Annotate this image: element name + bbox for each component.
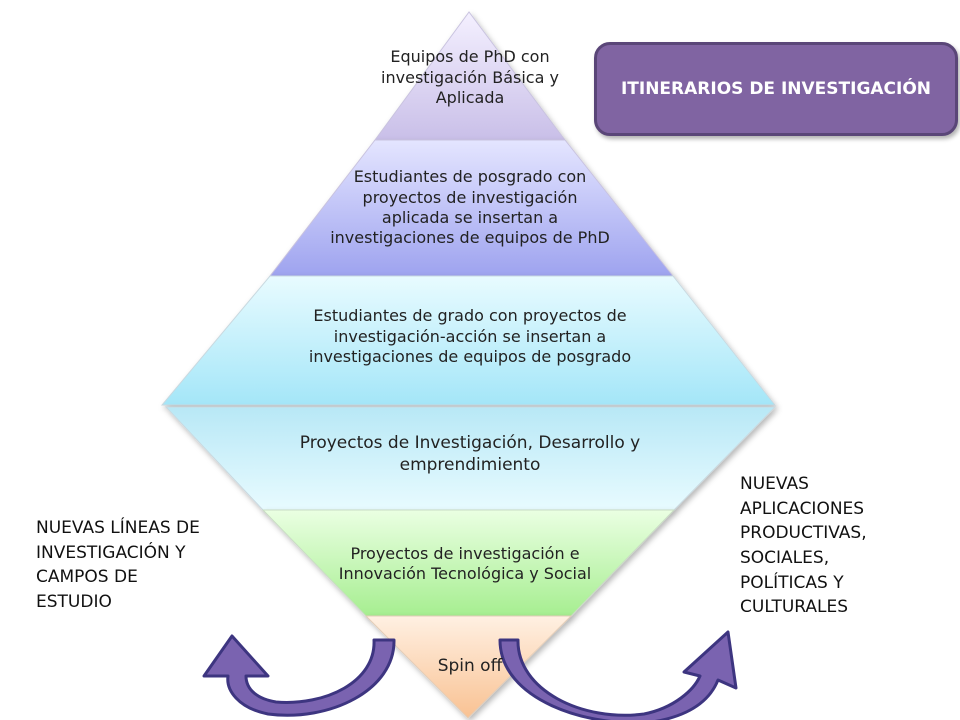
tier-2-label: Estudiantes de posgrado con proyectos de… bbox=[330, 167, 610, 248]
tier-3-shape bbox=[160, 275, 777, 406]
tier-3-label: Estudiantes de grado con proyectos de in… bbox=[308, 306, 632, 367]
tier-4-label: Proyectos de Investigación, Desarrollo y… bbox=[299, 433, 641, 475]
right-curved-arrow-icon bbox=[498, 630, 738, 720]
title-box: ITINERARIOS DE INVESTIGACIÓN bbox=[594, 42, 958, 136]
right-side-label: NUEVAS APLICACIONES PRODUCTIVAS, SOCIALE… bbox=[740, 474, 867, 618]
left-side-label: NUEVAS LÍNEAS DE INVESTIGACIÓN Y CAMPOS … bbox=[36, 518, 200, 612]
left-curved-arrow-icon bbox=[202, 634, 396, 717]
tier-6-label: Spin off bbox=[437, 656, 503, 677]
tier-1-label: Equipos de PhD con investigación Básica … bbox=[381, 47, 559, 108]
tier-5-label: Proyectos de investigación e Innovación … bbox=[338, 543, 592, 583]
